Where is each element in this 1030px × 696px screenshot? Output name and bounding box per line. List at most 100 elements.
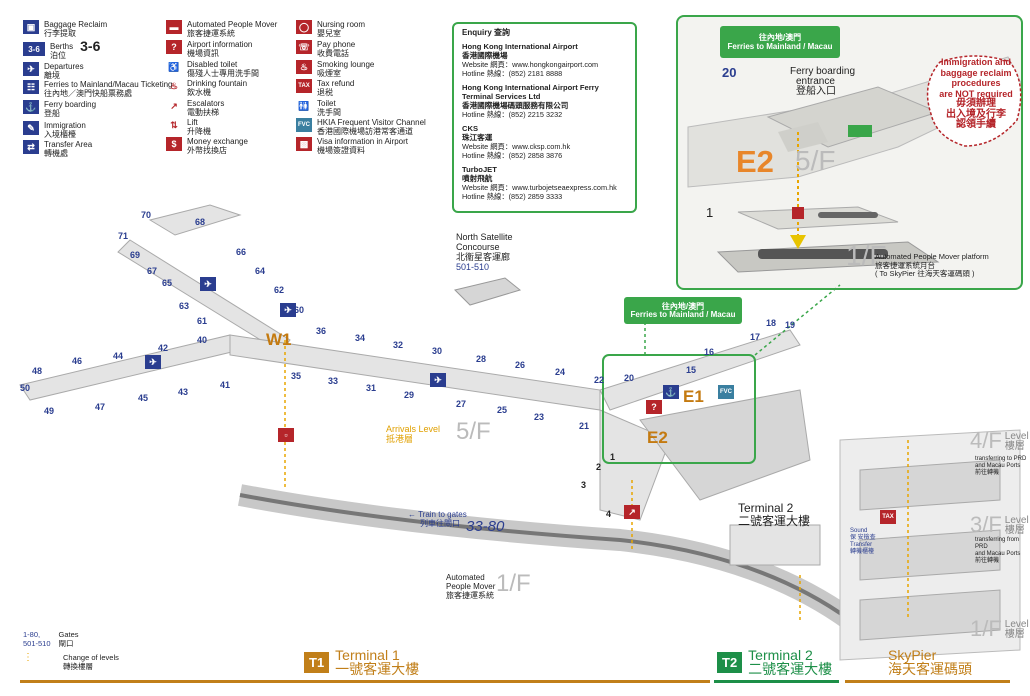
pay-phone-icon: ☏ xyxy=(296,40,312,54)
gate-label: 31 xyxy=(366,383,377,393)
gate-label: 19 xyxy=(785,320,796,330)
train-to-gates-label: ← Train to gates 列車往閘口 xyxy=(408,510,467,528)
t1-en: Terminal 1 xyxy=(335,647,400,663)
legend-label: Drinking fountain xyxy=(187,79,248,88)
transfer-en: Transfer xyxy=(850,542,873,548)
apm-en2: People Mover xyxy=(446,582,496,591)
zoom-e2-label: E2 xyxy=(736,144,774,179)
gate-label: 25 xyxy=(497,405,508,415)
gate-label: 65 xyxy=(162,278,173,288)
from-prd-zh: 前往轉機 xyxy=(975,558,1000,564)
gates-ranges1: 1-80, xyxy=(23,630,41,639)
skypier-level-num: 1/F xyxy=(970,616,1002,641)
ferries-sign-zh: 往內地/澳門 xyxy=(758,33,802,42)
enquiry-website[interactable]: Website 網頁：www.hongkongairport.com xyxy=(462,60,599,69)
not-required-text: Immigration and baggage reclaim procedur… xyxy=(927,57,1025,131)
arrivals-en: Arrivals Level xyxy=(386,424,441,434)
legend-label: Berths xyxy=(50,42,74,51)
legend-label: Ferry boarding xyxy=(44,100,97,109)
gate-label: 40 xyxy=(197,335,208,345)
terminal2-label: Terminal 2 二號客運大樓 xyxy=(738,502,810,528)
gate-label: 35 xyxy=(291,371,302,381)
terminal1-east-hall xyxy=(639,389,811,501)
from-prd-en2: and Macau Ports xyxy=(975,551,1021,557)
legend-label: Smoking lounge xyxy=(317,60,375,69)
legend-label-zh: 離境 xyxy=(44,71,60,80)
legend-label-zh: 飲水機 xyxy=(187,88,211,97)
gate-label: 44 xyxy=(113,351,124,361)
bubble-line-zh: 毋須辦理 xyxy=(956,98,996,109)
level-en: Level xyxy=(1004,431,1029,443)
apm-platform-zh: 旅客捷運系統月台 xyxy=(875,260,935,270)
bubble-line-zh: 認領手續 xyxy=(956,119,996,130)
ferries-sign-en: Ferries to xyxy=(630,309,667,319)
legend-label-zh: 洗手間 xyxy=(317,108,341,117)
enquiry-name: CKS xyxy=(462,124,479,133)
apm-platform-label: Automated People Mover platform 旅客捷運系統月台… xyxy=(875,252,989,279)
legend-label: Toilet xyxy=(317,99,336,108)
bubble-line: procedures xyxy=(951,78,1001,88)
fvc-icon: FVC xyxy=(718,385,734,399)
apm-zh: 旅客捷運系統 xyxy=(446,591,494,600)
legend-label: Baggage Reclaim xyxy=(44,20,108,29)
toilet-icon: 🚻 xyxy=(298,100,310,111)
gate-label: 20 xyxy=(624,373,635,383)
t2-footer-bar xyxy=(714,680,839,683)
legend-label: Automated People Mover xyxy=(187,20,278,29)
level-zh: 樓層 xyxy=(1004,441,1025,453)
transfer-zh: 轉機櫃檯 xyxy=(850,549,875,555)
departures-icon: ✈ xyxy=(280,303,296,317)
legend-label-zh: 香港國際機場訪港常客通道 xyxy=(317,127,413,136)
skypier-level-num: 4/F xyxy=(970,428,1002,453)
train-gate-range: 33-80 xyxy=(466,518,505,535)
enquiry-website[interactable]: Website 網頁：www.cksp.com.hk xyxy=(462,142,571,151)
apm-track xyxy=(239,493,852,622)
gate-label: 16 xyxy=(704,347,715,357)
legend-label: Tax refund xyxy=(317,79,355,88)
gate-label: 67 xyxy=(147,266,158,276)
enquiry-website[interactable]: Website 網頁：www.turbojetseaexpress.com.hk xyxy=(462,183,617,192)
arrivals-level-5f: 5/F xyxy=(456,418,491,445)
change-zh: 轉換樓層 xyxy=(63,661,93,671)
gates-ranges2: 501-510 xyxy=(23,638,51,648)
concourse-pier-tip xyxy=(148,204,242,236)
e2-label: E2 xyxy=(647,428,668,447)
gate-label: 47 xyxy=(95,402,106,412)
legend-label-zh: 收費電話 xyxy=(317,49,349,58)
legend-label-zh: 登船 xyxy=(44,109,60,118)
gate-label: 26 xyxy=(515,360,526,370)
departures-icon: ✈ xyxy=(430,373,446,387)
gate-label: 43 xyxy=(178,387,189,397)
change-en: Change of levels xyxy=(63,653,119,662)
gate-label: 24 xyxy=(555,367,566,377)
ferries-sign-zh: 往內地/澳門 xyxy=(661,301,705,311)
enquiry-name: Hong Kong International Airport xyxy=(462,42,578,51)
gate-label: 71 xyxy=(118,231,129,241)
ferries-sign-en: Ferries to xyxy=(727,42,764,51)
info-icon: ? xyxy=(166,40,182,54)
enquiry-hotline: Hotline 熱線：(852) 2859 3333 xyxy=(462,192,563,201)
level-zh: 樓層 xyxy=(1004,525,1025,537)
enquiry-hotline: Hotline 熱線：(852) 2858 3876 xyxy=(462,151,563,160)
enquiry-name-zh: 香港國際機場碼頭服務有限公司 xyxy=(462,101,569,110)
gates-label: Gates xyxy=(58,630,79,639)
to-prd-en2: and Macau Ports xyxy=(975,463,1021,469)
legend-label-zh: 外幣找換店 xyxy=(187,146,227,155)
to-prd-label: transferring to PRD and Macau Ports 前往轉機 xyxy=(975,456,1026,477)
zoom-level-5f: 5/F xyxy=(795,145,836,176)
legend-label-zh: 行李提取 xyxy=(44,29,76,38)
zoom-level-1f: 1/F xyxy=(846,240,887,271)
immigration-icon: ✎ xyxy=(23,121,39,135)
